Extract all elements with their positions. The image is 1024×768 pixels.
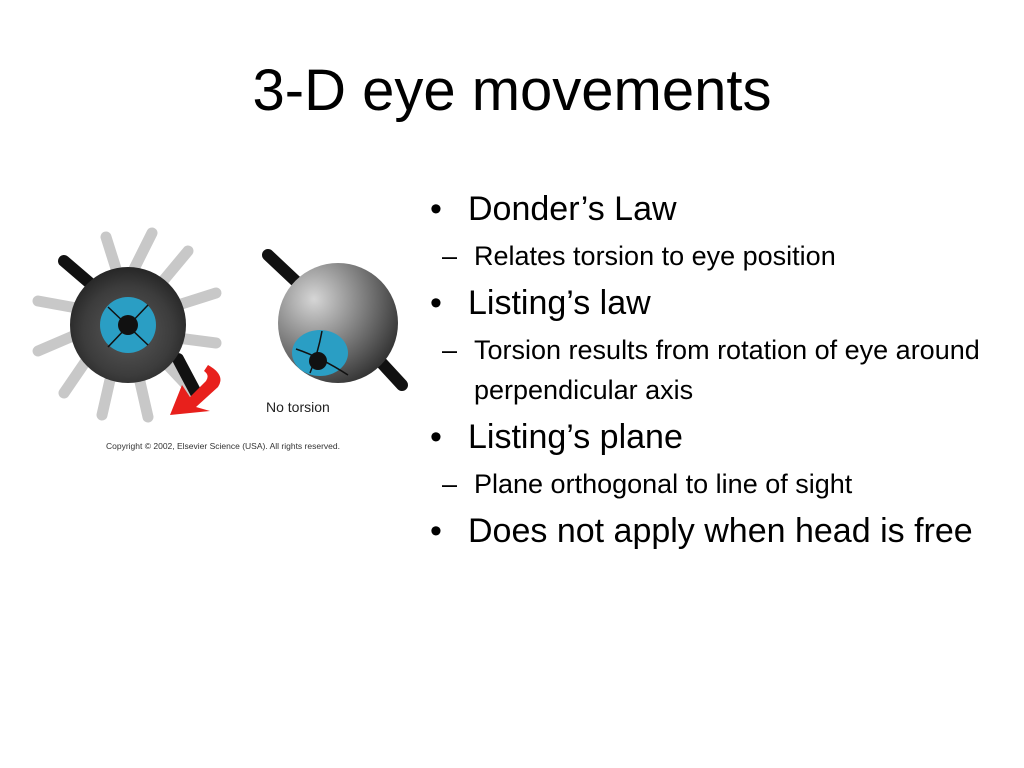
bullet-item: • Listing’s plane — [430, 414, 1010, 461]
bullet-text: Listing’s plane — [468, 418, 683, 456]
bullet-text: Listing’s law — [468, 284, 651, 322]
bullet-marker: • — [430, 512, 442, 550]
figure-copyright: Copyright © 2002, Elsevier Science (USA)… — [106, 441, 340, 451]
bullet-text: Does not apply when head is free — [468, 512, 973, 550]
sub-bullet-text: Torsion results from rotation of eye aro… — [474, 335, 980, 405]
bullet-text: Donder’s Law — [468, 190, 677, 228]
pupil-right — [309, 352, 327, 370]
slide-title: 3-D eye movements — [252, 58, 772, 123]
sub-bullet-item: – Torsion results from rotation of eye a… — [430, 330, 1010, 410]
bullet-marker: • — [430, 284, 442, 322]
eye-diagram — [32, 227, 408, 423]
sub-bullet-marker: – — [442, 469, 458, 499]
bullet-marker: • — [430, 418, 442, 456]
bullet-list: • Donder’s Law – Relates torsion to eye … — [430, 186, 1010, 558]
sub-bullet-marker: – — [442, 241, 458, 271]
pupil-left — [118, 315, 138, 335]
rotation-arrow — [170, 365, 221, 415]
bullet-item: • Donder’s Law — [430, 186, 1010, 233]
sub-bullet-list: – Torsion results from rotation of eye a… — [430, 330, 1010, 410]
bullet-marker: • — [430, 190, 442, 228]
bullet-item: • Does not apply when head is free — [430, 508, 1010, 555]
figure-label: No torsion — [266, 399, 330, 415]
sub-bullet-item: – Plane orthogonal to line of sight — [430, 464, 1010, 504]
sub-bullet-list: – Plane orthogonal to line of sight — [430, 464, 1010, 504]
sub-bullet-text: Relates torsion to eye position — [474, 241, 836, 271]
sub-bullet-item: – Relates torsion to eye position — [430, 236, 1010, 276]
sub-bullet-list: – Relates torsion to eye position — [430, 236, 1010, 276]
sub-bullet-marker: – — [442, 335, 458, 365]
rotation-axis-left — [58, 255, 202, 399]
bullet-item: • Listing’s law — [430, 280, 1010, 327]
eye-torsion-figure: No torsion Copyright © 2002, Elsevier Sc… — [20, 225, 420, 465]
sub-bullet-text: Plane orthogonal to line of sight — [474, 469, 853, 499]
